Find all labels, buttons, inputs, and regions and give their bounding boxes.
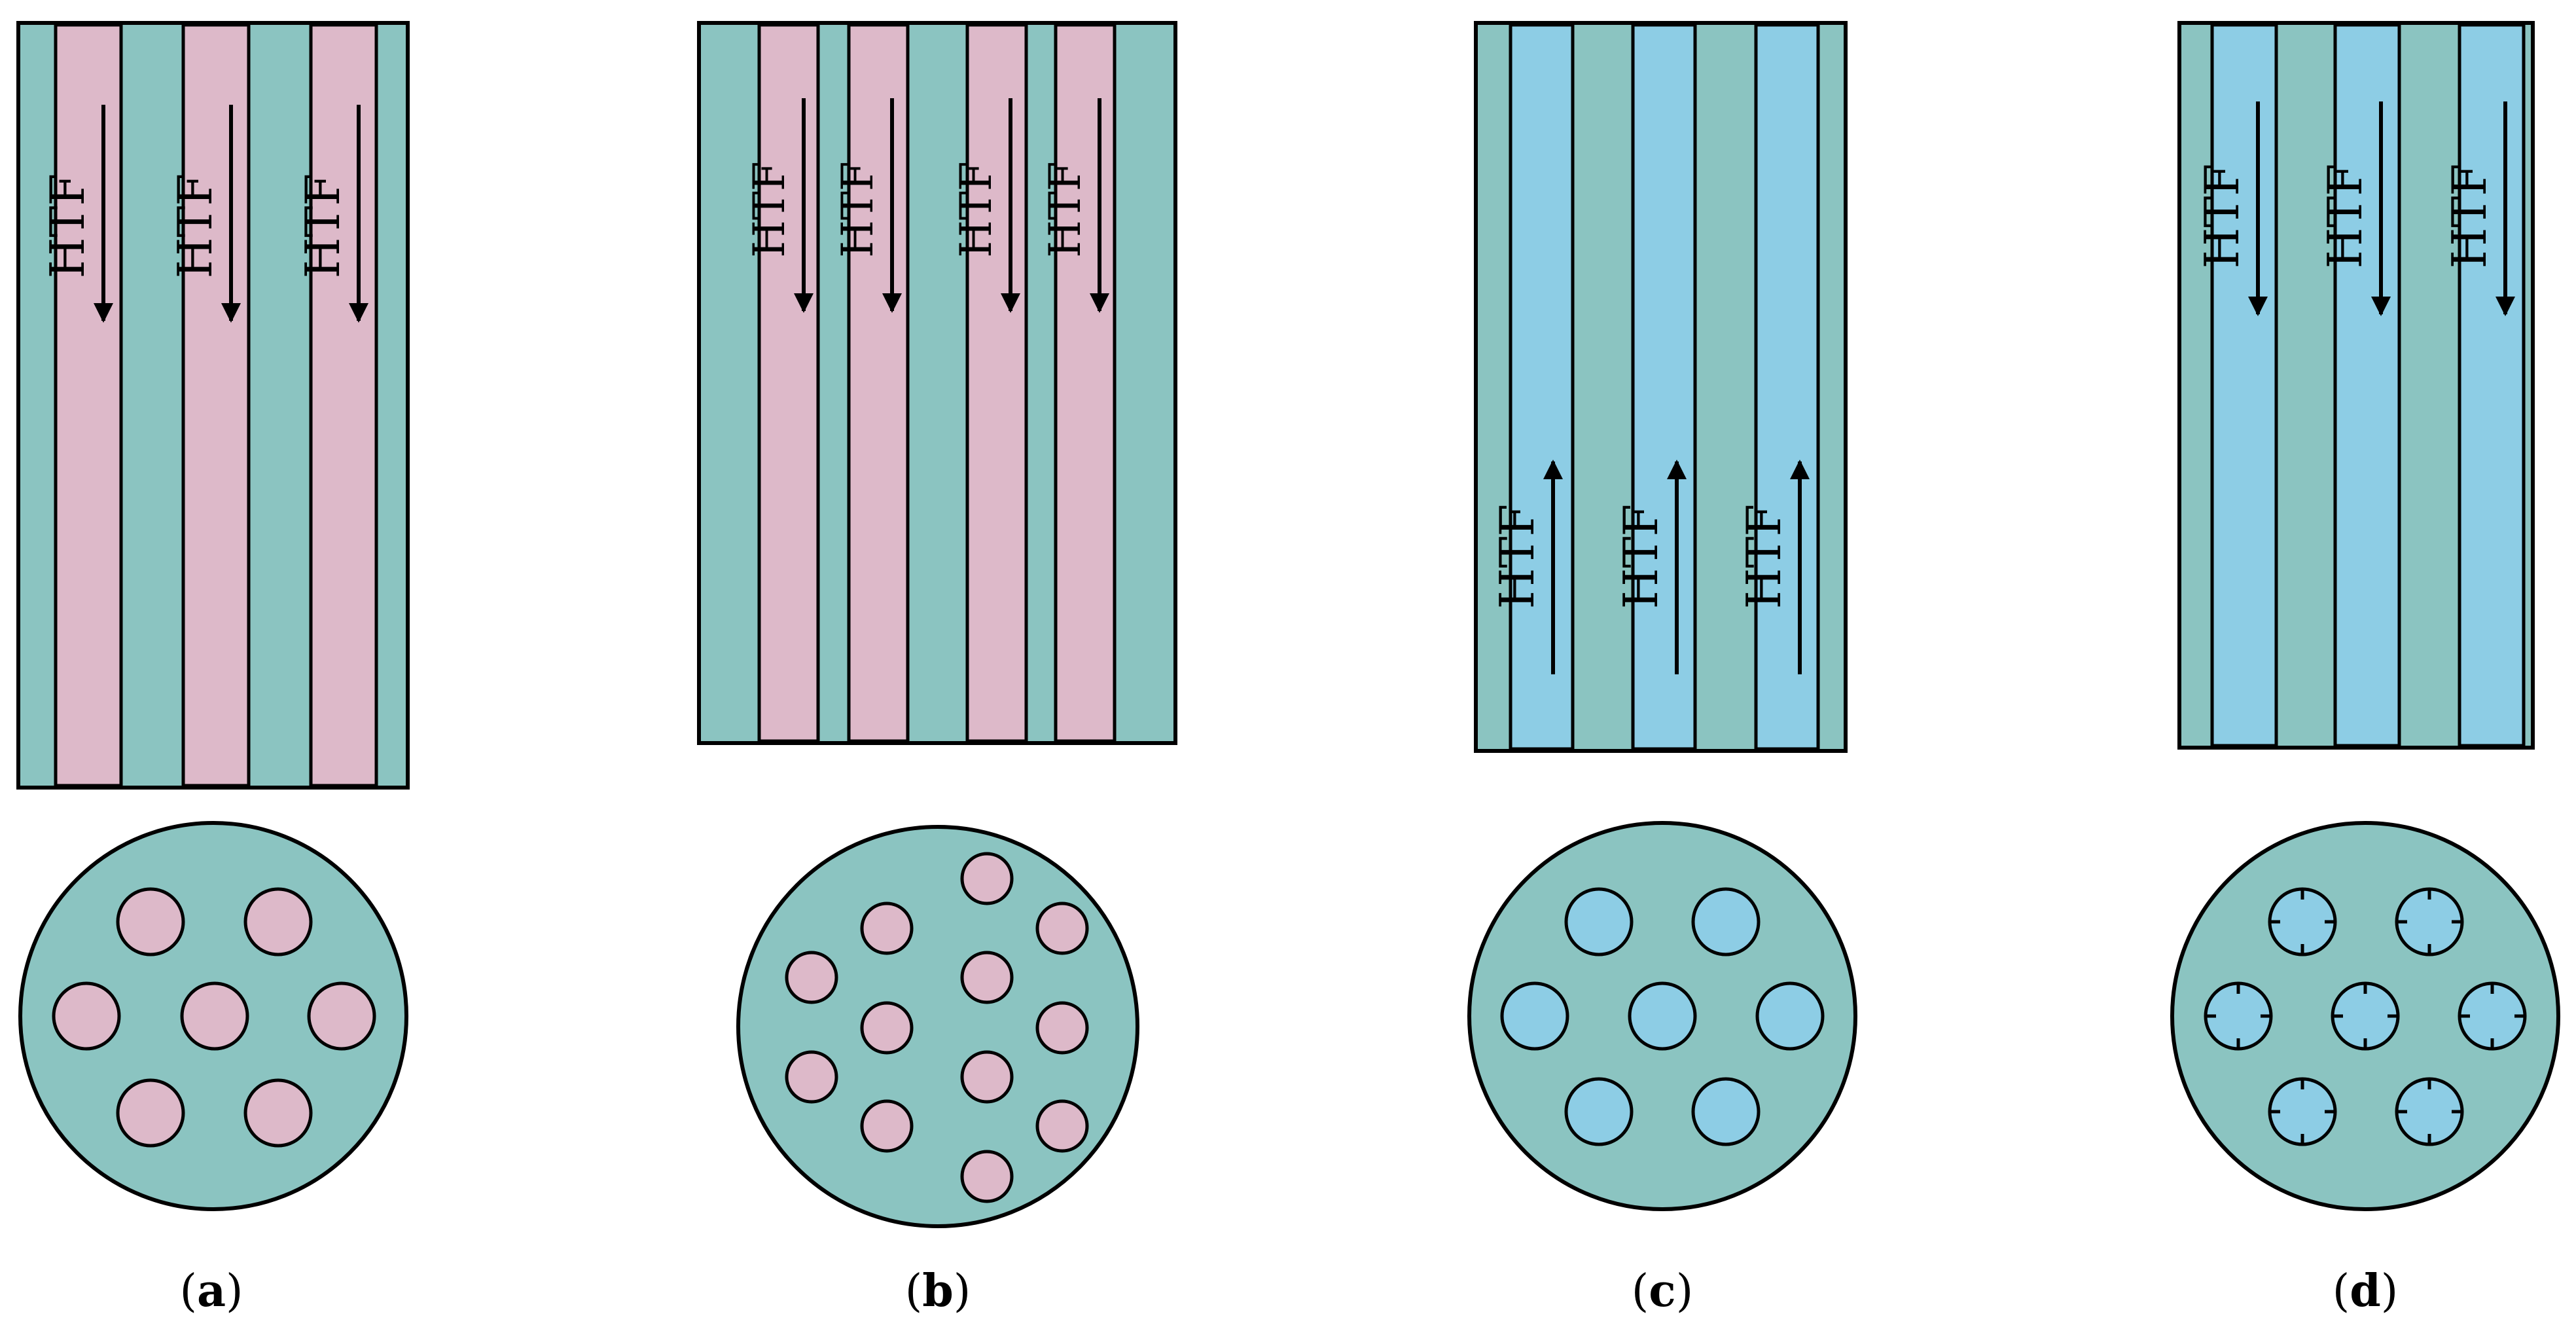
tube-cross-section xyxy=(1564,887,1634,956)
tube-cross-section xyxy=(1035,1099,1089,1153)
caption-b: (b) xyxy=(905,1265,971,1317)
htf-label: HTF xyxy=(1736,504,1791,610)
tube-cross-section xyxy=(1564,1077,1634,1146)
tube-cross-section xyxy=(307,981,376,1051)
tube-cross-section xyxy=(960,852,1014,905)
panel-b-longitudinal-view: HTF HTF HTF HTF xyxy=(697,21,1177,745)
htf-label: HTF xyxy=(168,173,223,279)
tube-cross-section xyxy=(1755,981,1825,1051)
tube-cross-section xyxy=(243,1078,313,1148)
htf-label: HTF xyxy=(295,173,350,279)
panel-b: HTF HTF HTF HTF (b) xyxy=(697,21,1177,1317)
htf-tube xyxy=(2333,23,2401,748)
tube-cross-section xyxy=(180,981,249,1051)
htf-tube xyxy=(2458,23,2526,748)
htf-tube xyxy=(309,23,378,788)
tube-cross-section xyxy=(1628,981,1697,1051)
tube-cross-section xyxy=(1500,981,1569,1051)
panel-b-cross-section xyxy=(736,825,1139,1228)
tube-cross-section xyxy=(1691,1077,1761,1146)
caption-d: (d) xyxy=(2333,1265,2399,1317)
htf-label: HTF xyxy=(2317,164,2372,269)
htf-label: HTF xyxy=(744,161,795,257)
tube-cross-section xyxy=(1035,1001,1089,1055)
htf-tube xyxy=(181,23,251,788)
htf-label: HTF xyxy=(832,161,883,257)
htf-tube xyxy=(847,23,910,743)
tube-cross-section xyxy=(860,901,914,955)
panel-d-longitudinal-view: HTF HTF HTF xyxy=(2177,21,2535,750)
htf-label: HTF xyxy=(1490,504,1545,610)
panel-c-longitudinal-view: HTF HTF HTF xyxy=(1474,21,1848,753)
caption-c: (c) xyxy=(1632,1265,1693,1317)
panel-d: HTF HTF HTF (d) xyxy=(2170,21,2560,1317)
panel-a: HTF HTF HTF (a) xyxy=(16,21,410,1317)
tube-cross-section xyxy=(860,1001,914,1055)
panel-c-cross-section xyxy=(1467,821,1857,1211)
panel-c: HTF HTF HTF (c) xyxy=(1467,21,1857,1317)
htf-tube xyxy=(1054,23,1117,743)
htf-tube xyxy=(965,23,1028,743)
finned-tubes xyxy=(2204,887,2527,1146)
tube-cross-section xyxy=(960,1150,1014,1203)
htf-tube xyxy=(2210,23,2278,748)
htf-tube xyxy=(1754,23,1820,751)
panel-d-cross-section xyxy=(2170,821,2560,1211)
tube-cross-section xyxy=(52,981,121,1051)
tube-cross-section xyxy=(1035,901,1089,955)
htf-tube xyxy=(757,23,820,743)
htf-label: HTF xyxy=(951,161,1001,257)
tube-cross-section xyxy=(116,887,185,956)
htf-label: HTF xyxy=(1040,161,1090,257)
htf-tube xyxy=(1631,23,1697,751)
tube-cross-section xyxy=(243,887,313,956)
htf-label: HTF xyxy=(2194,164,2249,269)
tube-cross-section xyxy=(960,951,1014,1004)
tube-cross-section xyxy=(785,951,838,1004)
panel-a-longitudinal-view: HTF HTF HTF xyxy=(16,21,410,790)
htf-tube xyxy=(1509,23,1575,751)
tube-cross-section xyxy=(116,1078,185,1148)
caption-a: (a) xyxy=(179,1265,243,1317)
htf-label: HTF xyxy=(40,173,95,279)
tube-cross-section xyxy=(960,1050,1014,1104)
tube-cross-section xyxy=(860,1099,914,1153)
panel-a-cross-section xyxy=(18,821,408,1211)
htf-label: HTF xyxy=(1613,504,1668,610)
tube-cross-section xyxy=(785,1050,838,1104)
tube-cross-section xyxy=(1691,887,1761,956)
htf-label: HTF xyxy=(2442,164,2497,269)
htf-tube xyxy=(54,23,123,788)
